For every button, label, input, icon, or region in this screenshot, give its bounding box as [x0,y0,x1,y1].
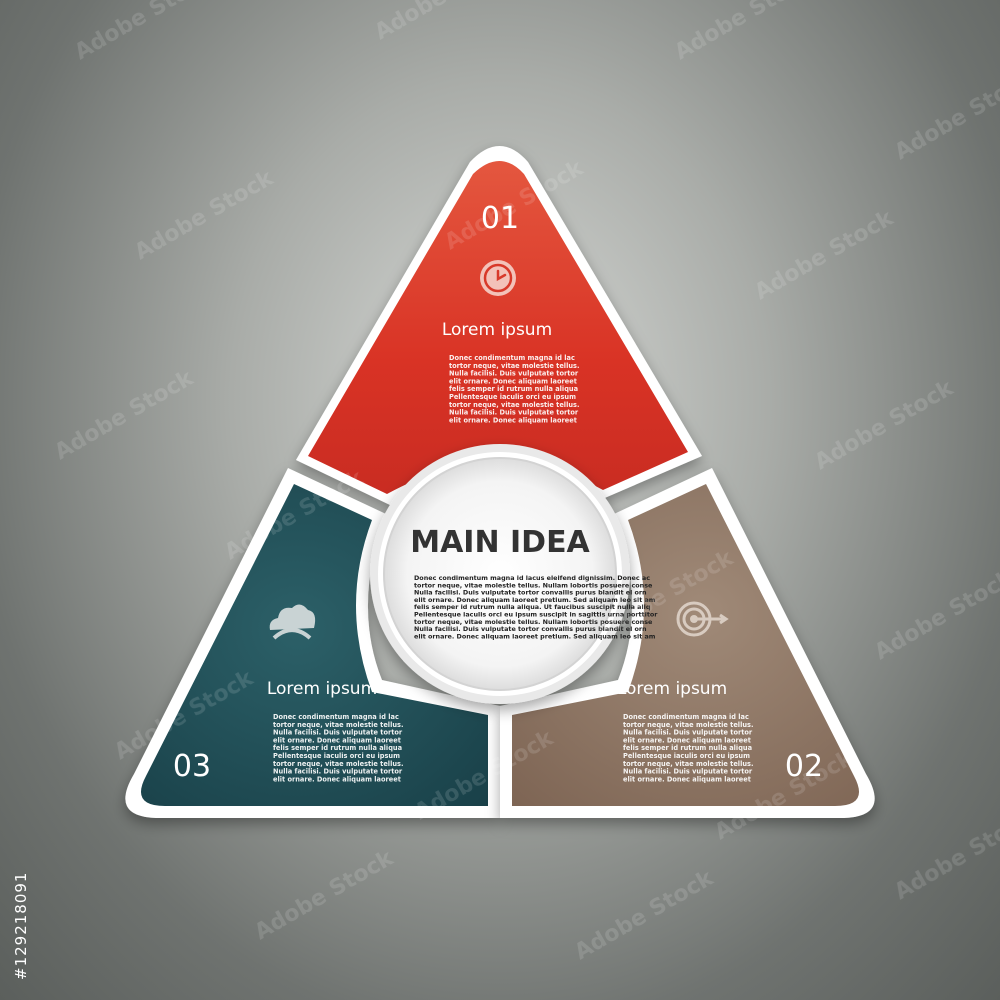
text-line: Pellentesque iaculis orci eu ipsum [273,752,400,760]
segment-03-number: 03 [173,749,211,784]
text-line: Nulla facilisi. Duis vulputate tortor [449,409,579,417]
text-line: Pellentesque iaculis orci eu ipsum susci… [414,611,658,619]
text-line: Nulla facilisi. Duis vulputate tortor co… [414,625,647,633]
text-line: felis semper id rutrum nulla aliqua [273,744,402,752]
text-line: Donec condimentum magna id lacus eleifen… [414,574,650,582]
clock-icon [480,260,516,296]
text-line: elit ornare. Donec aliquam laoreet [623,775,751,783]
watermark-text: Adobe Stock [751,205,899,305]
text-line: elit ornare. Donec aliquam laoreet preti… [414,632,656,640]
watermark-text: Adobe Stock [811,375,959,475]
text-line: Nulla facilisi. Duis vulputate tortor [273,768,403,776]
segment-03-title: Lorem ipsum [267,679,377,699]
watermark-text: Adobe Stock [671,0,819,65]
main-idea-circle: MAIN IDEA Donec condimentum magna id lac… [370,444,658,704]
segment-01-title: Lorem ipsum [442,320,552,340]
text-line: tortor neque, vitae molestie tellus. [623,721,753,729]
watermark-text: Adobe Stock [71,0,219,65]
text-line: felis semper id rutrum nulla aliqua [623,744,752,752]
text-line: elit ornare. Donec aliquam laoreet [623,736,751,744]
watermark-text: Adobe Stock [871,565,1000,665]
text-line: tortor neque, vitae molestie tellus. Nul… [414,581,653,589]
text-line: Nulla facilisi. Duis vulputate tortor [273,729,403,737]
text-line: Nulla facilisi. Duis vulputate tortor [623,768,753,776]
text-line: Donec condimentum magna id lac [273,713,399,721]
text-line: elit ornare. Donec aliquam laoreet [273,736,401,744]
text-line: elit ornare. Donec aliquam laoreet [449,377,577,385]
watermark-text: Adobe Stock [51,365,199,465]
segment-03-fill [140,484,488,806]
text-line: tortor neque, vitae molestie tellus. [623,760,753,768]
text-line: Nulla facilisi. Duis vulputate tortor [449,370,579,378]
text-line: Nulla facilisi. Duis vulputate tortor co… [414,589,647,597]
text-line: tortor neque, vitae molestie tellus. [449,401,579,409]
text-line: Pellentesque iaculis orci eu ipsum [449,393,576,401]
main-idea-title: MAIN IDEA [410,525,590,560]
segment-02-number: 02 [785,749,823,784]
text-line: felis semper id rutrum nulla aliqua. Ut … [414,603,651,611]
watermark-text: Adobe Stock [891,65,1000,165]
text-line: tortor neque, vitae molestie tellus. [273,721,403,729]
text-line: Donec condimentum magna id lac [623,713,749,721]
segment-02: Lorem ipsum Donec condimentum magna id l… [500,468,875,818]
watermark-text: Adobe Stock [571,865,719,965]
text-line: tortor neque, vitae molestie tellus. Nul… [414,618,653,626]
segment-01: 01 Lorem ipsum Donec condimentum magna i… [296,146,702,505]
segment-01-fill [308,161,688,494]
text-line: elit ornare. Donec aliquam laoreet [273,775,401,783]
watermark-id: #129218091 [12,871,30,980]
segment-02-fill [512,484,860,806]
text-line: Donec condimentum magna id lac [449,354,575,362]
text-line: elit ornare. Donec aliquam laoreet preti… [414,596,656,604]
watermark-text: Adobe Stock [891,805,1000,905]
cloud-icon [269,604,316,640]
segment-03: Lorem ipsum Donec condimentum magna id l… [125,468,501,818]
segment-02-title: Lorem ipsum [617,679,727,699]
text-line: tortor neque, vitae molestie tellus. [449,362,579,370]
watermark-text: Adobe Stock [371,0,519,45]
text-line: tortor neque, vitae molestie tellus. [273,760,403,768]
main-idea-text: Donec condimentum magna id lacus eleifen… [414,574,658,640]
segment-01-number: 01 [481,201,519,236]
watermark-text: Adobe Stock [251,845,399,945]
text-line: felis semper id rutrum nulla aliqua [449,385,578,393]
text-line: Nulla facilisi. Duis vulputate tortor [623,729,753,737]
watermark-text: Adobe Stock [131,165,279,265]
text-line: Pellentesque iaculis orci eu ipsum [623,752,750,760]
target-icon [676,601,729,637]
text-line: elit ornare. Donec aliquam laoreet [449,416,577,424]
